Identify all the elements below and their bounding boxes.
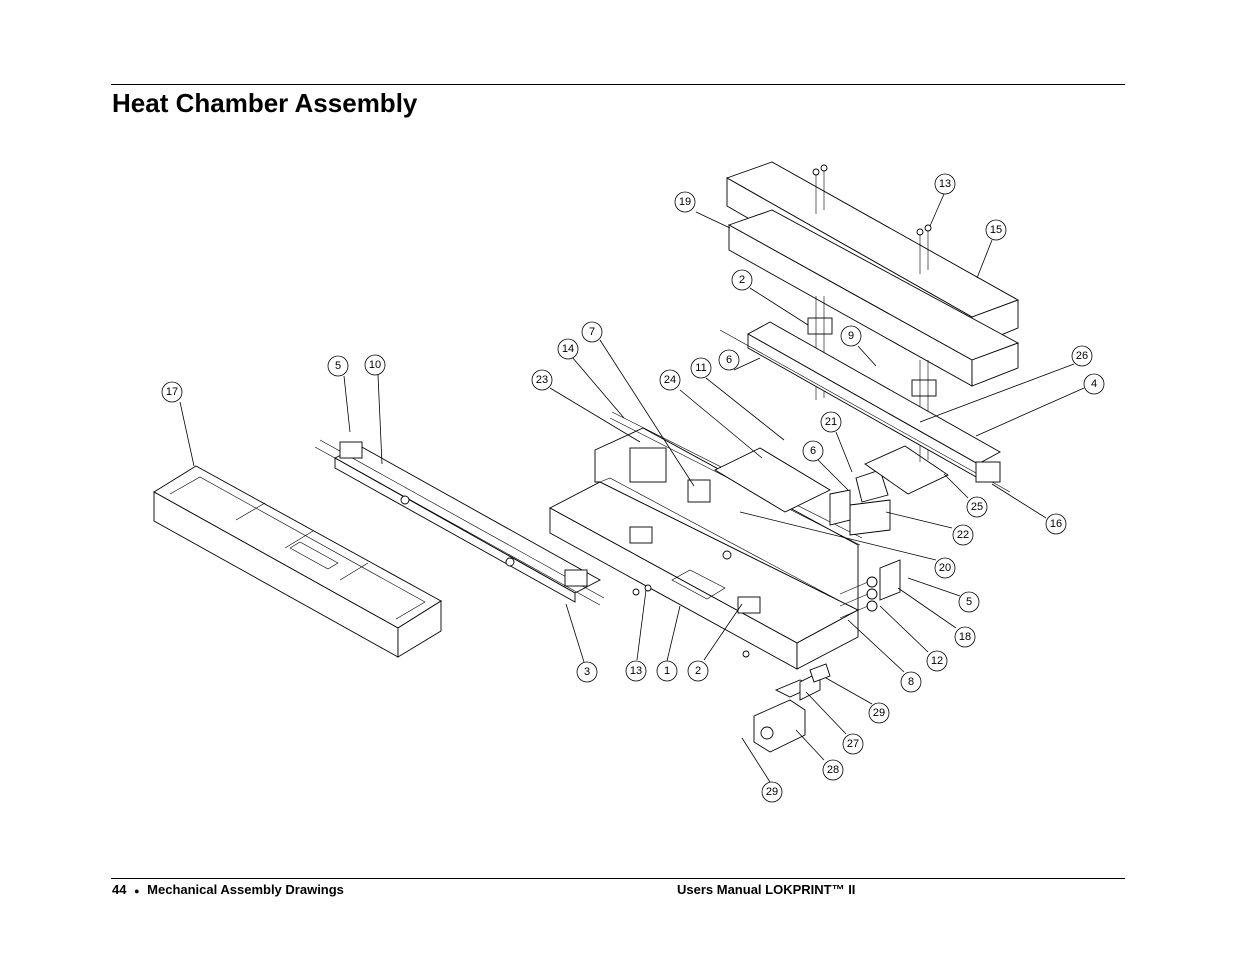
part-18-bracket [839,559,901,619]
svg-text:8: 8 [908,676,914,688]
callout-27: 27 [842,733,864,755]
part-27-bracket [799,663,831,701]
part-1-base-chassis [549,427,859,670]
leader-lines [179,193,1085,783]
svg-text:5: 5 [966,596,972,608]
footer-rule [111,878,1125,879]
svg-text:13: 13 [630,665,642,677]
callout-7: 7 [581,321,603,343]
callout-25: 25 [966,496,988,518]
svg-text:16: 16 [1050,518,1062,530]
callout-bubbles: 13 19 15 2 7 14 9 26 5 10 11 6 23 24 4 1… [161,173,1105,803]
callout-22: 22 [952,524,974,546]
svg-text:3: 3 [584,666,590,678]
header-rule [111,84,1125,85]
svg-text:26: 26 [1076,350,1088,362]
callout-13-bottom: 13 [625,660,647,682]
callout-21: 21 [820,411,842,433]
svg-text:27: 27 [847,738,859,750]
svg-text:23: 23 [536,374,548,386]
svg-text:4: 4 [1091,378,1097,390]
svg-text:2: 2 [739,274,745,286]
callout-17: 17 [161,381,183,403]
page-number: 44 [112,882,127,897]
svg-text:21: 21 [825,416,837,428]
svg-text:11: 11 [695,362,706,374]
part-28-bearing-block [753,679,816,753]
part-22-plate [829,469,891,536]
svg-text:10: 10 [369,359,381,371]
part-10-rail [314,439,605,606]
callout-5-right: 5 [958,591,980,613]
footer-bullet: ● [134,886,140,896]
svg-text:9: 9 [848,330,854,342]
part-24-rail [609,411,863,546]
svg-text:2: 2 [695,665,701,677]
svg-text:24: 24 [664,374,676,386]
callout-12: 12 [926,650,948,672]
callout-1: 1 [656,660,678,682]
callout-18: 18 [954,626,976,648]
callout-26: 26 [1071,345,1093,367]
page-title: Heat Chamber Assembly [112,88,418,118]
svg-text:29: 29 [873,707,885,719]
part-16-end-block [975,461,1001,483]
footer-left: 44 ● Mechanical Assembly Drawings [112,882,344,897]
svg-text:20: 20 [939,562,951,574]
callout-29-lower: 29 [761,781,783,803]
svg-text:12: 12 [931,655,943,667]
svg-text:5: 5 [335,360,341,372]
svg-text:29: 29 [766,786,778,798]
callout-15: 15 [985,219,1007,241]
svg-text:17: 17 [166,386,178,398]
svg-text:22: 22 [957,529,969,541]
svg-text:18: 18 [959,631,971,643]
svg-text:25: 25 [971,501,983,513]
svg-text:6: 6 [726,354,732,366]
callout-24: 24 [659,369,681,391]
callout-10: 10 [364,354,386,376]
svg-text:15: 15 [990,224,1002,236]
part-25-bracket [864,445,949,495]
svg-text:14: 14 [562,343,574,355]
callout-23: 23 [531,369,553,391]
section-name: Mechanical Assembly Drawings [147,882,344,897]
part-17-tray [153,465,442,658]
callout-28: 28 [822,759,844,781]
svg-text:19: 19 [679,196,691,208]
callout-8: 8 [900,671,922,693]
callout-2-top: 2 [731,269,753,291]
callout-5-left: 5 [327,355,349,377]
callout-2-bottom: 2 [687,660,709,682]
callout-20: 20 [934,557,956,579]
callout-4: 4 [1083,373,1105,395]
callout-6-top: 6 [718,349,740,371]
svg-text:1: 1 [664,665,670,677]
callout-16: 16 [1045,513,1067,535]
callout-14: 14 [557,338,579,360]
callout-3: 3 [576,661,598,683]
svg-text:6: 6 [810,445,816,457]
part-19-lower-cover [727,209,1020,387]
footer-manual-title: Users Manual LOKPRINT™ II [677,882,856,897]
callout-6-mid: 6 [802,440,824,462]
svg-text:7: 7 [589,326,595,338]
part-13-screws-top [812,164,932,274]
callout-13-top: 13 [934,173,956,195]
callout-11: 11 [690,357,712,379]
callout-29-upper: 29 [868,702,890,724]
svg-text:28: 28 [827,764,839,776]
callout-9: 9 [840,325,862,347]
callout-19: 19 [674,191,696,213]
svg-text:13: 13 [939,178,951,190]
